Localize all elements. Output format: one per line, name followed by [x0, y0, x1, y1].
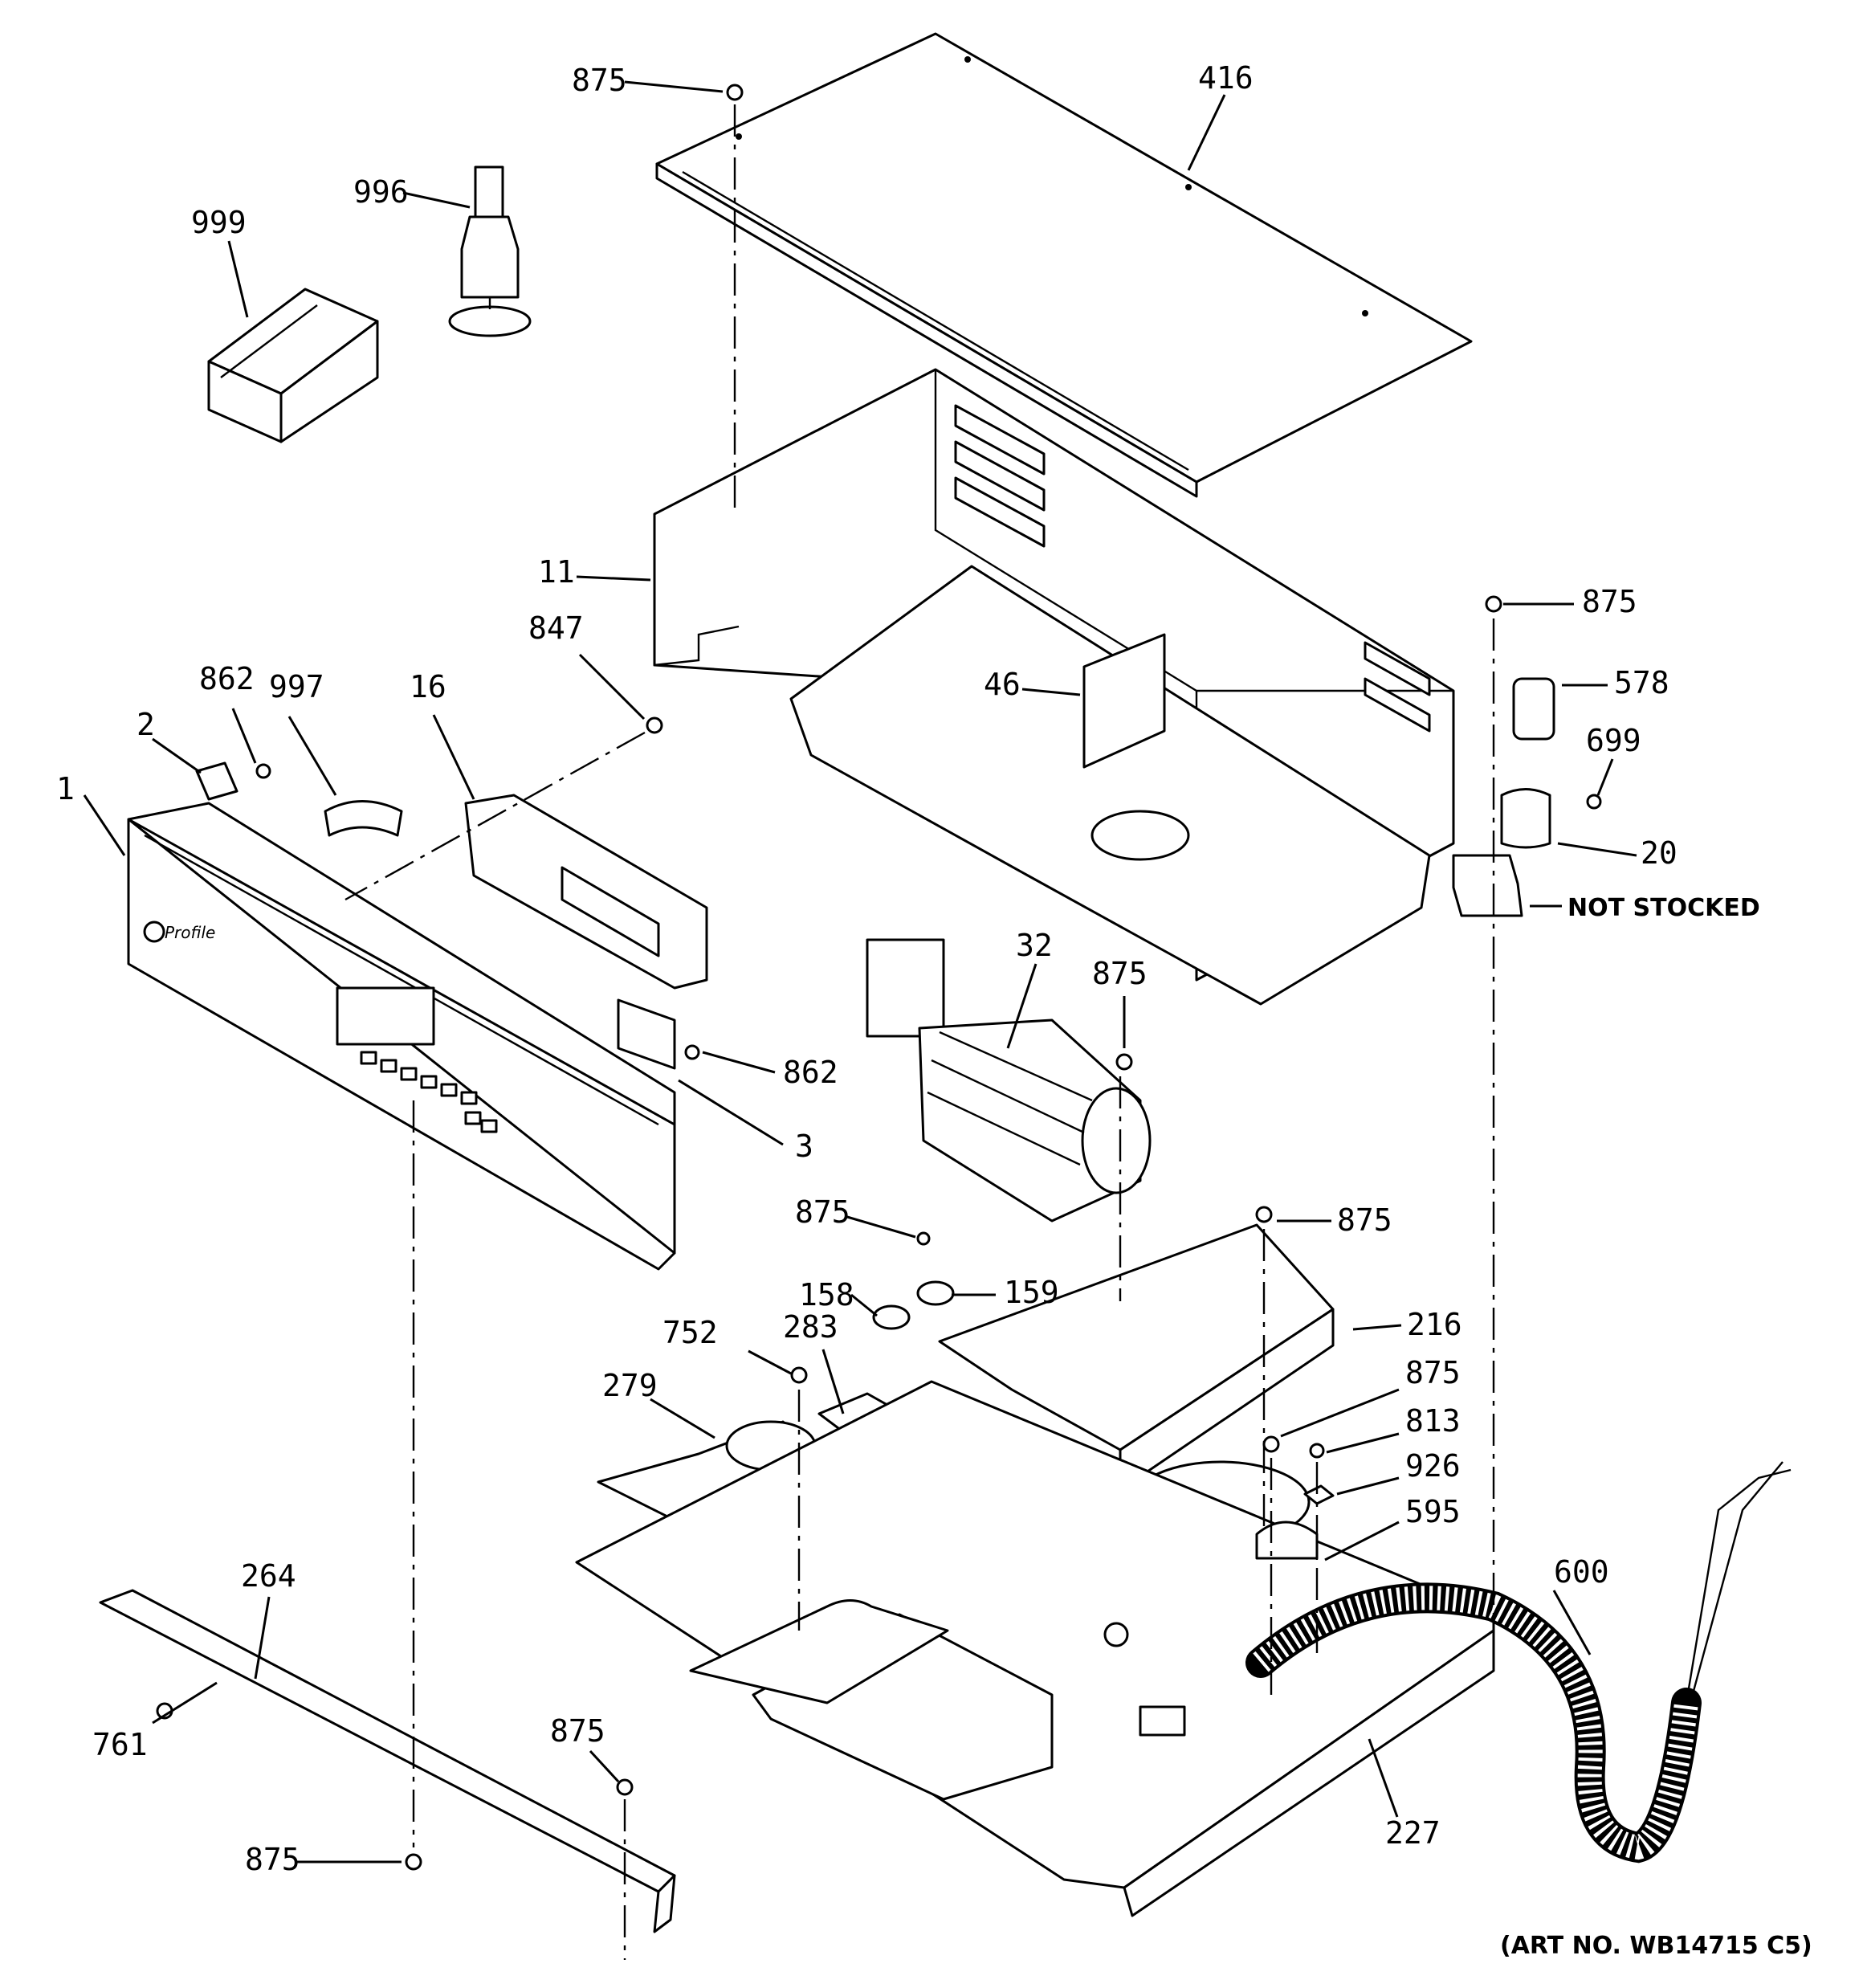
control-board-46 — [1082, 633, 1166, 769]
screw-icon — [790, 1366, 808, 1384]
brand-script: Profile — [165, 923, 215, 942]
blower-fan-32 — [866, 938, 1152, 1223]
screw-icon — [255, 763, 271, 779]
callout-1: 1 — [56, 771, 75, 806]
assembly-centerlines — [344, 104, 1495, 1960]
screw-icon — [684, 1044, 700, 1060]
callout-32: 32 — [1016, 928, 1053, 963]
screw-icon — [1586, 794, 1602, 810]
screw-icon — [916, 1231, 931, 1246]
art-number: (ART NO. WB14715 C5) — [1500, 1932, 1812, 1960]
tip-guard-996 — [448, 165, 532, 337]
callout-813: 813 — [1405, 1403, 1461, 1439]
callout-996: 996 — [353, 174, 409, 210]
callout-264: 264 — [241, 1558, 296, 1594]
bracket-2 — [195, 761, 238, 801]
callout-875-thermo: 875 — [795, 1194, 850, 1230]
screw-icon — [1255, 1206, 1273, 1223]
harness-connector — [1139, 1705, 1186, 1737]
not-stocked-label: NOT STOCKED — [1567, 894, 1760, 922]
clamp-595 — [1255, 1521, 1319, 1560]
callout-699: 699 — [1586, 723, 1641, 758]
callout-595: 595 — [1405, 1494, 1461, 1529]
callout-416: 416 — [1198, 60, 1254, 96]
thermostat-158 — [872, 1304, 911, 1330]
callout-862-top: 862 — [199, 661, 255, 696]
screw-icon — [726, 84, 744, 101]
callout-926: 926 — [1405, 1448, 1461, 1484]
rear-housing-11 — [653, 368, 1455, 1006]
callout-997: 997 — [269, 669, 324, 704]
bottom-pan-227 — [575, 1380, 1495, 1917]
callout-752: 752 — [662, 1315, 718, 1350]
thermostat-159 — [916, 1280, 955, 1306]
callout-3: 3 — [795, 1129, 813, 1164]
keypad — [360, 1051, 498, 1133]
callout-875-pan: 875 — [1405, 1355, 1461, 1390]
callout-875-rail: 875 — [550, 1713, 605, 1749]
ground-ring — [1103, 1622, 1129, 1647]
rail-264 — [99, 1589, 676, 1933]
not-stocked-plate — [1452, 854, 1523, 917]
screw-icon — [1485, 595, 1502, 613]
screw-icon — [1115, 1053, 1133, 1071]
callout-875-fan: 875 — [1092, 956, 1148, 991]
callout-875-baffle: 875 — [1337, 1202, 1392, 1238]
bracket-3 — [617, 998, 676, 1070]
callout-761: 761 — [92, 1727, 148, 1762]
callout-283: 283 — [783, 1309, 838, 1345]
callout-847: 847 — [528, 610, 584, 646]
screw-icon — [616, 1778, 634, 1796]
callout-999: 999 — [191, 205, 247, 240]
callout-labels: 875 416 996 999 11 847 862 997 16 2 1 46… — [56, 60, 1812, 1960]
callout-159: 159 — [1004, 1275, 1059, 1310]
literature-box-999 — [207, 288, 379, 443]
top-cover-416 — [655, 32, 1473, 498]
callout-875: 875 — [572, 63, 627, 98]
screw-icon — [1309, 1443, 1325, 1459]
nut-926 — [1303, 1484, 1335, 1505]
screws — [156, 84, 1602, 1871]
capacitor-578 — [1512, 677, 1555, 741]
ribbon-cable-997 — [324, 800, 403, 837]
callout-279: 279 — [602, 1368, 658, 1403]
callout-875-bottom: 875 — [245, 1842, 300, 1877]
callout-2: 2 — [137, 707, 155, 742]
control-panel-1: Profile — [127, 802, 676, 1271]
screw-icon — [1262, 1435, 1280, 1453]
callout-46: 46 — [984, 667, 1021, 702]
callout-16: 16 — [410, 669, 446, 704]
callout-227: 227 — [1385, 1815, 1441, 1851]
callout-158: 158 — [799, 1277, 854, 1312]
screw-icon — [646, 716, 663, 734]
callout-20: 20 — [1641, 835, 1678, 871]
callout-11: 11 — [538, 554, 575, 590]
callout-578: 578 — [1614, 665, 1669, 700]
leader-lines — [83, 80, 1637, 1863]
callout-875-right: 875 — [1582, 584, 1637, 619]
callout-862-lower: 862 — [783, 1055, 838, 1090]
control-module-16 — [464, 794, 708, 990]
callout-600: 600 — [1554, 1554, 1609, 1590]
screw-icon — [405, 1853, 422, 1871]
callout-216: 216 — [1407, 1307, 1462, 1342]
harness-wires — [1685, 1468, 1792, 1704]
capacitor-bracket-20 — [1500, 788, 1551, 849]
vent-slots — [954, 404, 1431, 733]
